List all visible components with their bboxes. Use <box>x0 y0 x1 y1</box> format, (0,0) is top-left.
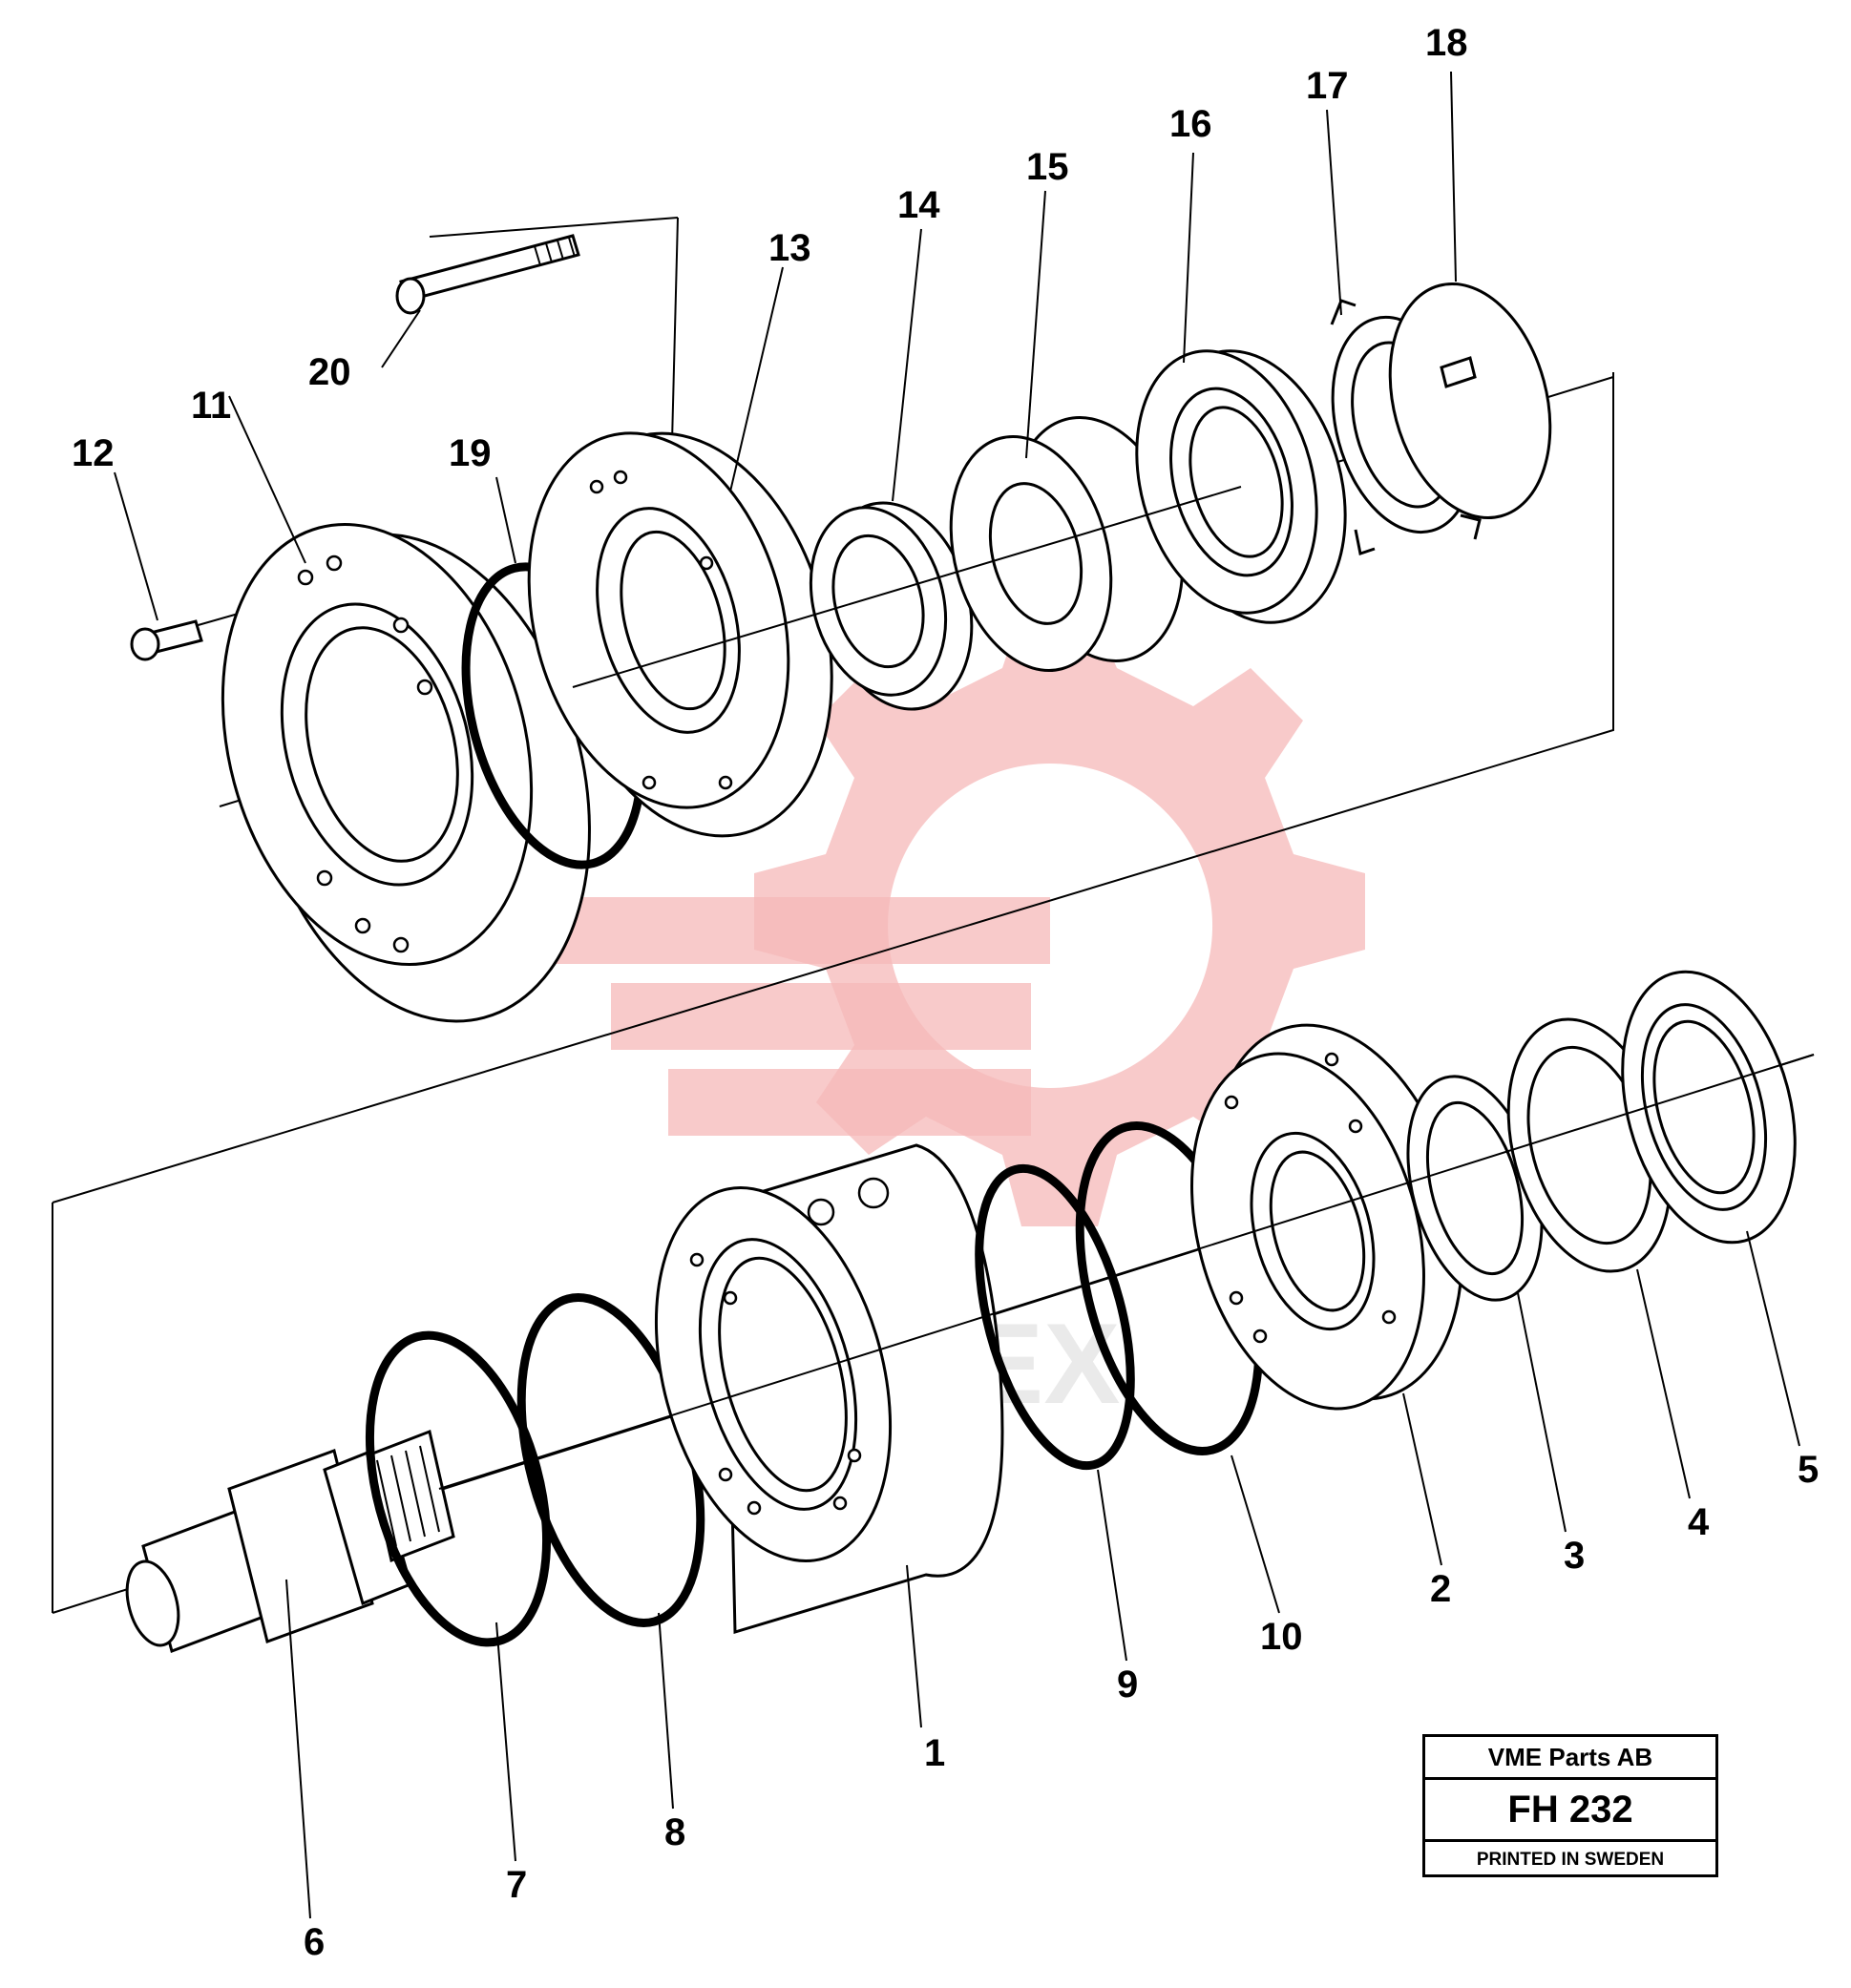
callout-5: 5 <box>1798 1449 1819 1491</box>
callout-20: 20 <box>308 351 351 393</box>
callout-3: 3 <box>1564 1535 1585 1577</box>
part-13-flange <box>527 431 833 838</box>
callout-labels: 1 2 3 4 5 6 7 8 9 10 11 12 13 14 15 16 1… <box>72 22 1819 1963</box>
callout-4: 4 <box>1688 1501 1710 1543</box>
title-block-printed: PRINTED IN SWEDEN <box>1476 1850 1665 1870</box>
part-1-body <box>654 1143 1004 1635</box>
part-20-bolt <box>395 234 580 315</box>
callout-19: 19 <box>449 432 492 474</box>
part-2-flange <box>1190 1023 1463 1411</box>
callout-10: 10 <box>1260 1616 1303 1658</box>
callout-11: 11 <box>191 385 231 427</box>
part-9-ring <box>975 1163 1135 1471</box>
part-18-washer <box>1388 282 1552 520</box>
callout-7: 7 <box>506 1864 527 1906</box>
part-12-screw <box>130 619 203 661</box>
callout-12: 12 <box>72 432 115 474</box>
part-7-ring <box>365 1330 552 1647</box>
callout-8: 8 <box>664 1811 685 1853</box>
title-block-company: VME Parts AB <box>1425 1737 1715 1780</box>
part-5-seal <box>1621 970 1797 1245</box>
callout-15: 15 <box>1026 146 1069 188</box>
part-11-housing <box>221 522 591 1023</box>
callout-14: 14 <box>897 184 940 226</box>
watermark-logo <box>554 601 1365 1226</box>
callout-13: 13 <box>768 227 811 269</box>
callout-17: 17 <box>1306 65 1349 107</box>
callout-9: 9 <box>1117 1664 1138 1705</box>
callout-6: 6 <box>304 1921 325 1963</box>
part-6-shaft <box>125 1429 455 1653</box>
callout-18: 18 <box>1425 22 1468 64</box>
callout-16: 16 <box>1169 103 1212 145</box>
title-block: VME Parts AB FH 232 PRINTED IN SWEDEN <box>1422 1734 1718 1877</box>
title-block-code: FH 232 <box>1425 1780 1715 1842</box>
part-14-bearing <box>809 501 974 711</box>
part-16-cover <box>1135 349 1347 624</box>
callout-2: 2 <box>1430 1568 1451 1610</box>
callout-1: 1 <box>924 1732 945 1774</box>
leader-lines <box>114 71 1800 1919</box>
